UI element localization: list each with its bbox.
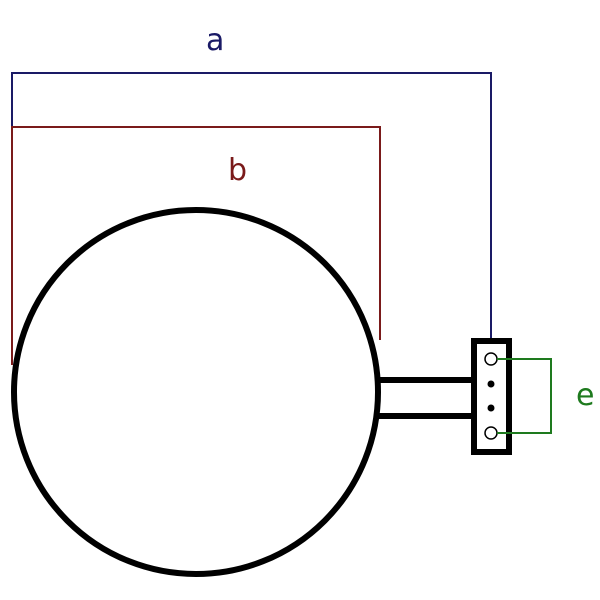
dimension-e-bracket xyxy=(497,358,552,434)
connector-pin-top xyxy=(484,352,498,366)
label-b: b xyxy=(228,153,247,188)
main-circle xyxy=(11,207,381,577)
connector-pin-bottom xyxy=(484,426,498,440)
connector-dot-2 xyxy=(487,404,495,412)
label-a: a xyxy=(206,23,224,58)
connector-dot-1 xyxy=(487,380,495,388)
label-e: e xyxy=(576,378,594,413)
dimension-b-bracket xyxy=(11,126,381,365)
